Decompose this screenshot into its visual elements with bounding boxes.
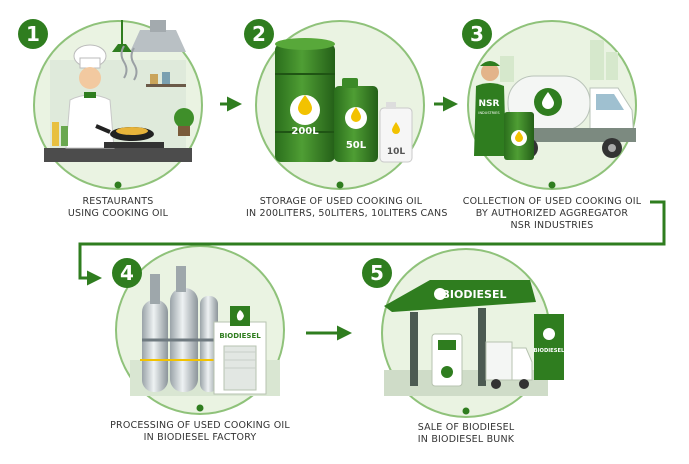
- worker-badge-sub: INDUSTRIES: [478, 111, 500, 115]
- can-label-50l: 50L: [346, 140, 367, 151]
- step-4-illustration: BIODIESEL: [115, 245, 285, 415]
- step-1-badge: 1: [18, 19, 48, 49]
- arrow-3-4: [78, 200, 666, 286]
- step-2-label-line-1: STORAGE OF USED COOKING OIL: [259, 196, 423, 207]
- step-1-label-line-2: USING COOKING OIL: [67, 208, 169, 219]
- step-3-label-line-1: COLLECTION OF USED COOKING OIL: [462, 196, 642, 207]
- step-1-label: RESTAURANTS USING COOKING OIL: [48, 196, 188, 220]
- step-3-illustration: NSR INDUSTRIES: [467, 20, 637, 190]
- can-label-10l: 10L: [387, 147, 406, 157]
- totem-sign: BIODIESEL: [534, 348, 565, 354]
- step-4-label: PROCESSING OF USED COOKING OIL IN BIODIE…: [110, 420, 290, 444]
- worker-badge: NSR: [479, 99, 500, 109]
- step-5-illustration: BIODIESEL BIODIESEL: [381, 248, 565, 418]
- step-5-label-line-2: IN BIODIESEL BUNK: [417, 434, 515, 445]
- step-3-label-line-3: NSR INDUSTRIES: [510, 220, 594, 231]
- step-2-illustration: 200L 50L 10L: [255, 20, 425, 190]
- step-3-label: COLLECTION OF USED COOKING OIL BY AUTHOR…: [462, 196, 642, 232]
- factory-sign: BIODIESEL: [219, 332, 261, 340]
- step-1-label-line-1: RESTAURANTS: [82, 196, 154, 207]
- step-2-badge: 2: [244, 19, 274, 49]
- step-3-label-line-2: BY AUTHORIZED AGGREGATOR: [475, 208, 629, 219]
- step-4-label-line-1: PROCESSING OF USED COOKING OIL: [110, 420, 290, 431]
- step-2-label: STORAGE OF USED COOKING OIL IN 200LITERS…: [246, 196, 448, 220]
- step-5-badge: 5: [362, 258, 392, 288]
- step-3-badge: 3: [462, 19, 492, 49]
- step-2-label-line-2: IN 200LITERS, 50LITERS, 10LITERS CANS: [246, 208, 448, 219]
- can-label-200l: 200L: [291, 126, 319, 137]
- flow-arrows: [78, 96, 666, 341]
- step-4-label-line-2: IN BIODIESEL FACTORY: [143, 432, 257, 443]
- step-1-illustration: [33, 20, 203, 190]
- step-5-label-line-1: SALE OF BIODIESEL: [417, 422, 515, 433]
- step-5-label: SALE OF BIODIESEL IN BIODIESEL BUNK: [396, 422, 536, 446]
- canopy-sign: BIODIESEL: [441, 288, 506, 301]
- step-4-badge: 4: [112, 258, 142, 288]
